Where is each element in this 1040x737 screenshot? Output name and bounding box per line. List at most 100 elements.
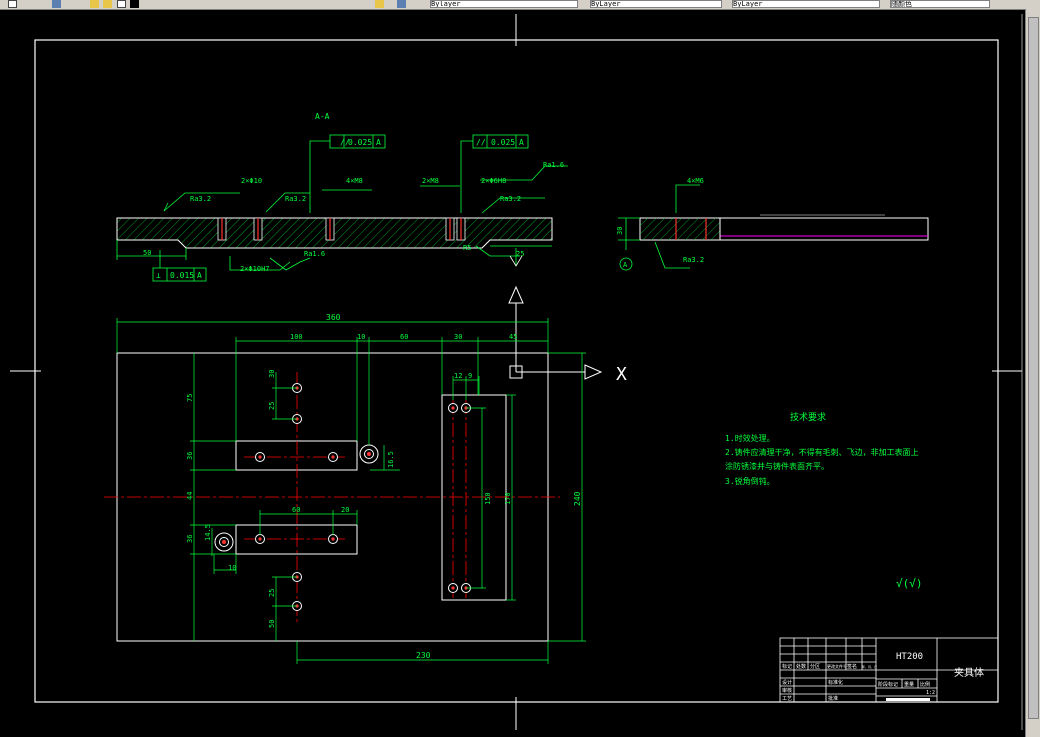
tech-req-item: 涂防锈漆并与铸件表面齐平。 [725,461,829,471]
roughness-label: Ra3.2 [500,195,521,203]
ucs-y-label: Y [512,283,513,285]
weight-label: 重量 [904,681,914,688]
hole-callout: 2×Φ10 [241,177,262,185]
layer-state-icon[interactable] [375,0,384,8]
roughness-label: Ra3.2 [683,256,704,264]
layer-previous-icon[interactable] [397,0,406,8]
pin-callout: 2×Φ10H7 [240,265,270,273]
title-col-label: 更改文件号 [827,663,847,669]
plotstyle-dropdown[interactable]: 随颜色 [890,0,990,8]
dimension-text: 60 [292,506,300,514]
dimension-text: 14.5 [204,524,212,541]
lineweight-dropdown[interactable]: ByLayer [732,0,880,8]
dimension-text: 20 [341,506,349,514]
dimension-text: 150 [484,492,492,505]
title-row-label: 设计 [782,679,792,686]
title-row-label: 标记 [782,663,792,670]
dimension-text: 44 [186,492,194,500]
dimension-text: 170 [504,492,512,505]
tech-req-item: 1.时效处理。 [725,433,775,443]
tolerance-datum: A [197,271,202,280]
plan-view: 360 100 10 60 30 45 12 9 30 25 75 36 44 … [104,313,586,664]
tolerance-datum: A [519,138,524,147]
ratio-value: 1:2 [926,690,935,696]
pin-callout: 2×Φ6H8 [481,177,506,185]
material-label: HT200 [896,652,923,662]
stage-label: 阶段标记 [878,681,898,688]
dimension-text: 75 [186,394,194,402]
roughness-label: Ra1.6 [304,250,325,258]
dimension-text: 9 [468,372,472,380]
svg-text://: // [340,138,350,147]
linetype-dropdown[interactable]: ByLayer [590,0,722,8]
title-col-label: 分区 [810,663,820,670]
title-col-label: 年、月、日 [862,664,877,669]
dimension-text: 50 [143,249,151,257]
approve-label: 批准 [828,695,838,702]
thread-callout: 4×M8 [346,177,363,185]
scrollbar-thumb[interactable] [1028,17,1039,719]
dimension-text: 30 [268,370,276,378]
dimension-text: 50 [268,620,276,628]
tolerance-symbol: // [476,138,486,147]
layer-square-icon[interactable] [130,0,139,8]
title-row-label: 工艺 [782,696,792,702]
dimension-text: 240 [573,491,582,506]
tolerance-value: 0.025 [491,138,515,147]
title-col-label: 签名 [847,663,857,670]
dimension-text: 60 [400,333,408,341]
vertical-scrollbar[interactable] [1025,9,1040,737]
ucs-x-label: X [616,364,627,385]
dimension-text: 36 [186,535,194,543]
ratio-label: 比例 [920,681,930,688]
layer-icon[interactable] [52,0,61,8]
tech-req-item: 3.锐角倒钝。 [725,476,775,486]
tech-req-item: 2.铸件应清理干净，不得有毛刺、飞边，非加工表面上 [725,447,919,457]
tolerance-symbol: ⊥ [156,271,161,280]
sun-icon[interactable] [90,0,99,8]
tolerance-datum: A [376,138,381,147]
dimension-text: 16.5 [387,451,395,468]
dimension-text: 25 [268,589,276,597]
dimension-text: 10 [228,564,236,572]
dimension-text: R5 [463,244,471,252]
datum-label: A [623,261,628,269]
dimension-text: 25 [268,402,276,410]
dimension-text: 36 [186,452,194,460]
title-block: HT200 夹具体 阶段标记 重量 比例 1:2 标记 设计 审核 工艺 处数 … [779,637,999,703]
dimension-text: 230 [416,651,431,660]
roughness-label: Ra1.6 [543,161,564,169]
title-col-label: 处数 [796,663,806,670]
dimension-text: 45 [509,333,517,341]
ucs-icon: X Y [508,283,627,385]
thread-callout: 4×M6 [687,177,704,185]
section-view-a-a: A-A [116,112,568,282]
dimension-text: 25 [516,250,524,258]
dimension-text: 30 [616,227,624,235]
section-label: A-A [315,112,330,121]
technical-requirements: 技术要求 1.时效处理。 2.铸件应清理干净，不得有毛刺、飞边，非加工表面上 涂… [725,411,923,590]
dimension-text: 10 [357,333,365,341]
thread-callout: 2×M8 [422,177,439,185]
roughness-label: Ra3.2 [285,195,306,203]
tech-req-title: 技术要求 [790,411,826,423]
standardization-label: 标准化 [828,679,843,686]
lock-icon[interactable] [103,0,112,8]
roughness-general-symbol: √(√) [896,577,923,590]
side-view: 4×M6 30 Ra3.2 A [616,177,929,271]
save-icon[interactable] [8,0,17,8]
dimension-text: 12 [454,372,462,380]
tolerance-value: 0.015 [170,271,194,280]
color-swatch-icon[interactable] [117,0,126,8]
part-name: 夹具体 [954,666,984,679]
roughness-label: Ra3.2 [190,195,211,203]
title-row-label: 审核 [782,687,792,694]
toolbar: Bylayer ByLayer ByLayer 随颜色 [0,0,1040,10]
dimension-text: 100 [290,333,303,341]
dimension-text: 30 [454,333,462,341]
drawing-canvas[interactable]: A-A [0,9,1026,737]
color-dropdown[interactable]: Bylayer [430,0,578,8]
sheet-frame [10,14,1023,730]
tolerance-value: 0.025 [348,138,372,147]
dimension-text: 360 [326,313,341,322]
